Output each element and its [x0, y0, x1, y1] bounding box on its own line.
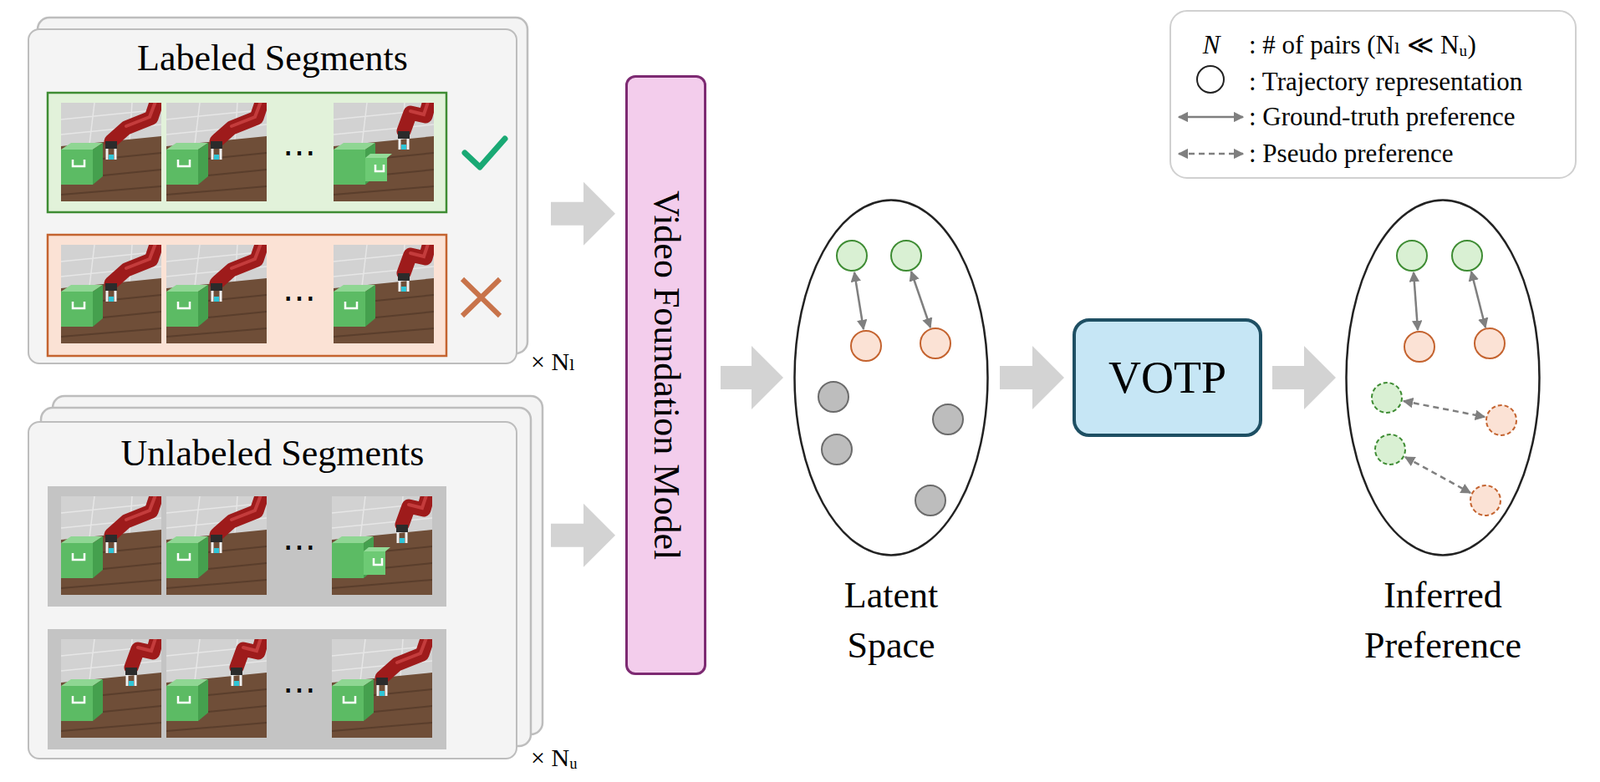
- video-frame: [166, 634, 267, 739]
- preferred-point: [1396, 240, 1427, 271]
- block-arrow: [550, 504, 616, 568]
- video-frame: [331, 491, 433, 596]
- block-arrow: [1272, 346, 1336, 410]
- preference-arrow: [1471, 271, 1486, 328]
- count-label: × Nₗ: [530, 346, 576, 378]
- unlabeled-point: [821, 434, 852, 465]
- unlabeled-segment: [47, 629, 447, 750]
- video-frame: [166, 239, 267, 344]
- legend-box: [1170, 10, 1576, 179]
- video-frame: [166, 491, 267, 596]
- votp-box: VOTP: [1072, 318, 1263, 438]
- node-title: Labeled Segments: [29, 36, 516, 81]
- ellipse-outline: [1345, 198, 1541, 557]
- unlabeled-segment: [47, 486, 447, 607]
- check-mark: [464, 138, 505, 168]
- preferred-segment: [47, 92, 447, 213]
- latent-ellipse-shape: [1346, 200, 1540, 556]
- node-title: Unlabeled Segments: [29, 432, 516, 476]
- preferred-point: [891, 240, 922, 271]
- node-title: Video Foundation Model: [644, 190, 688, 561]
- node-title: Inferred Preference: [1364, 570, 1522, 672]
- unlabeled-point: [915, 485, 946, 516]
- video-frame: [61, 634, 162, 739]
- preferred-point: [1452, 240, 1483, 271]
- pseudo-rejected-point: [1470, 485, 1501, 516]
- video-frame: [61, 239, 162, 344]
- preference-arrow: [854, 272, 864, 330]
- pseudo-preference-arrow: [1403, 401, 1485, 418]
- legend-dashed-arrow: [1178, 152, 1244, 156]
- block-arrow: [999, 346, 1065, 410]
- rejected-segment: [47, 234, 447, 357]
- block-arrow: [550, 182, 616, 246]
- pseudo-preferred-point: [1371, 382, 1402, 413]
- latent-ellipse-shape: [794, 200, 989, 556]
- unlabeled-point: [818, 382, 849, 413]
- rejected-point: [1404, 331, 1435, 362]
- pseudo-rejected-point: [1486, 405, 1517, 436]
- node-title: Latent Space: [844, 570, 938, 672]
- rejected-point: [920, 328, 951, 359]
- preference-arrow: [911, 271, 931, 328]
- video-frame: [166, 97, 267, 202]
- legend-text: : Ground-truth preference: [1248, 101, 1515, 133]
- legend-text: : Pseudo preference: [1248, 138, 1453, 169]
- legend-text: : Trajectory representation: [1248, 66, 1523, 97]
- pseudo-preference-arrow: [1405, 457, 1471, 494]
- ellipsis-dots: ⋯: [282, 670, 316, 711]
- ellipsis-dots: ⋯: [282, 278, 316, 319]
- video-frame: [333, 239, 434, 344]
- node-title: VOTP: [1108, 352, 1227, 403]
- preferred-point: [836, 240, 867, 271]
- legend-solid-arrow: [1178, 116, 1244, 119]
- video-frame: [61, 491, 162, 596]
- rejected-point: [1474, 328, 1505, 359]
- preference-arrow: [1413, 272, 1418, 331]
- block-arrow: [720, 346, 784, 410]
- model-box: Video Foundation Model: [625, 75, 707, 676]
- video-frame: [61, 97, 162, 202]
- ellipsis-dots: ⋯: [282, 132, 316, 174]
- preference-ellipse: Inferred Preference: [1345, 198, 1541, 557]
- legend-circle-sample: [1197, 66, 1224, 93]
- count-label: × Nᵤ: [530, 743, 578, 774]
- cross-mark: [462, 279, 500, 316]
- unlabeled-point: [932, 404, 964, 435]
- ellipsis-dots: ⋯: [282, 527, 316, 568]
- video-frame: [331, 634, 433, 739]
- legend-symbol: N: [1202, 29, 1221, 61]
- video-frame: [333, 97, 434, 202]
- pseudo-preferred-point: [1375, 434, 1406, 465]
- legend-text: : # of pairs (Nₗ ≪ Nᵤ): [1248, 30, 1477, 61]
- rejected-point: [850, 331, 882, 362]
